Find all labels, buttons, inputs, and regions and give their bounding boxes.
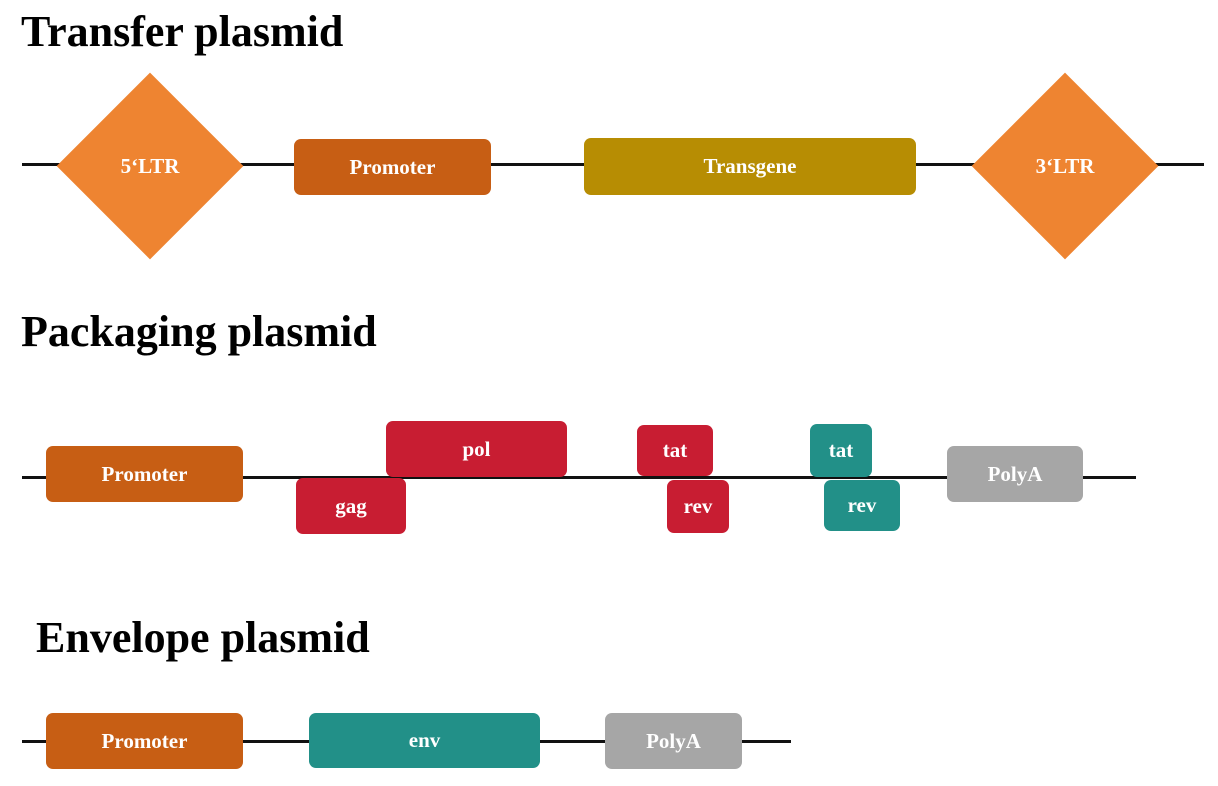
packaging-backbone-line	[22, 476, 1136, 479]
transfer-plasmid-title: Transfer plasmid	[21, 7, 344, 56]
transgene-box: Transgene	[584, 138, 916, 195]
rev-red-box: rev	[667, 480, 729, 533]
tat-teal-box: tat	[810, 424, 872, 477]
packaging-polya-box: PolyA	[947, 446, 1083, 502]
env-box: env	[309, 713, 540, 768]
pol-box: pol	[386, 421, 567, 477]
packaging-plasmid-title: Packaging plasmid	[21, 307, 377, 356]
envelope-promoter-box: Promoter	[46, 713, 243, 769]
ltr5-element: 5‘LTR	[56, 72, 244, 260]
envelope-polya-box: PolyA	[605, 713, 742, 769]
ltr5-label: 5‘LTR	[120, 153, 180, 178]
rev-teal-box: rev	[824, 480, 900, 531]
gag-box: gag	[296, 478, 406, 534]
packaging-promoter-box: Promoter	[46, 446, 243, 502]
tat-red-box: tat	[637, 425, 713, 476]
envelope-plasmid-title: Envelope plasmid	[36, 613, 370, 662]
transfer-promoter-box: Promoter	[294, 139, 491, 195]
ltr3-element: 3‘LTR	[971, 72, 1159, 260]
ltr3-label: 3‘LTR	[1035, 153, 1095, 178]
